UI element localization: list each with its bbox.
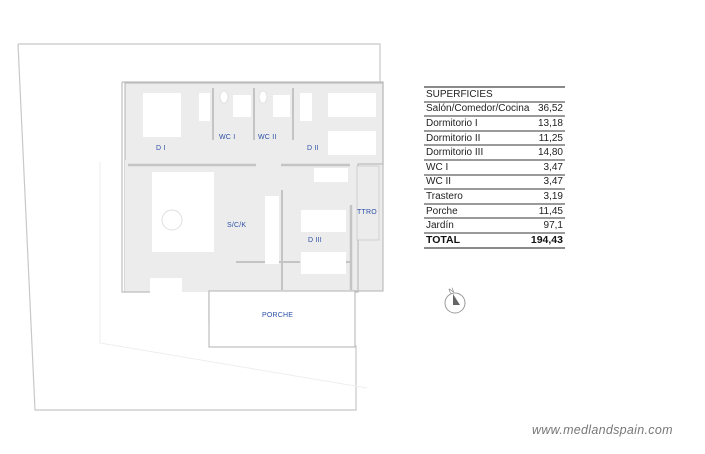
room-label-sck: S/C/K (227, 222, 246, 229)
garden-line (99, 162, 368, 389)
bed-d1 (143, 93, 181, 137)
room-label-ttro: TTRO (357, 209, 377, 216)
table-header: SUPERFICIES (424, 88, 565, 103)
room-label-d1: D I (156, 145, 166, 152)
room-label-porche: PORCHE (262, 312, 293, 319)
room-label-wc2: WC II (258, 134, 277, 141)
dining-table (150, 278, 182, 305)
room-label-wc1: WC I (219, 134, 235, 141)
room-label-d3: D III (308, 237, 322, 244)
room-label-d2: D II (307, 145, 319, 152)
bed-d3 (301, 210, 346, 232)
bed-d2 (328, 93, 376, 117)
floor-plan: D I WC I WC II D II S/C/K D III TTRO POR… (17, 43, 384, 411)
compass-label: N (448, 287, 455, 295)
porche-area (208, 290, 356, 348)
north-arrow-icon: N (444, 287, 466, 314)
watermark: www.medlandspain.com (532, 423, 673, 437)
trastero (356, 165, 380, 241)
plot-boundary (18, 43, 381, 82)
sofa (152, 172, 214, 252)
